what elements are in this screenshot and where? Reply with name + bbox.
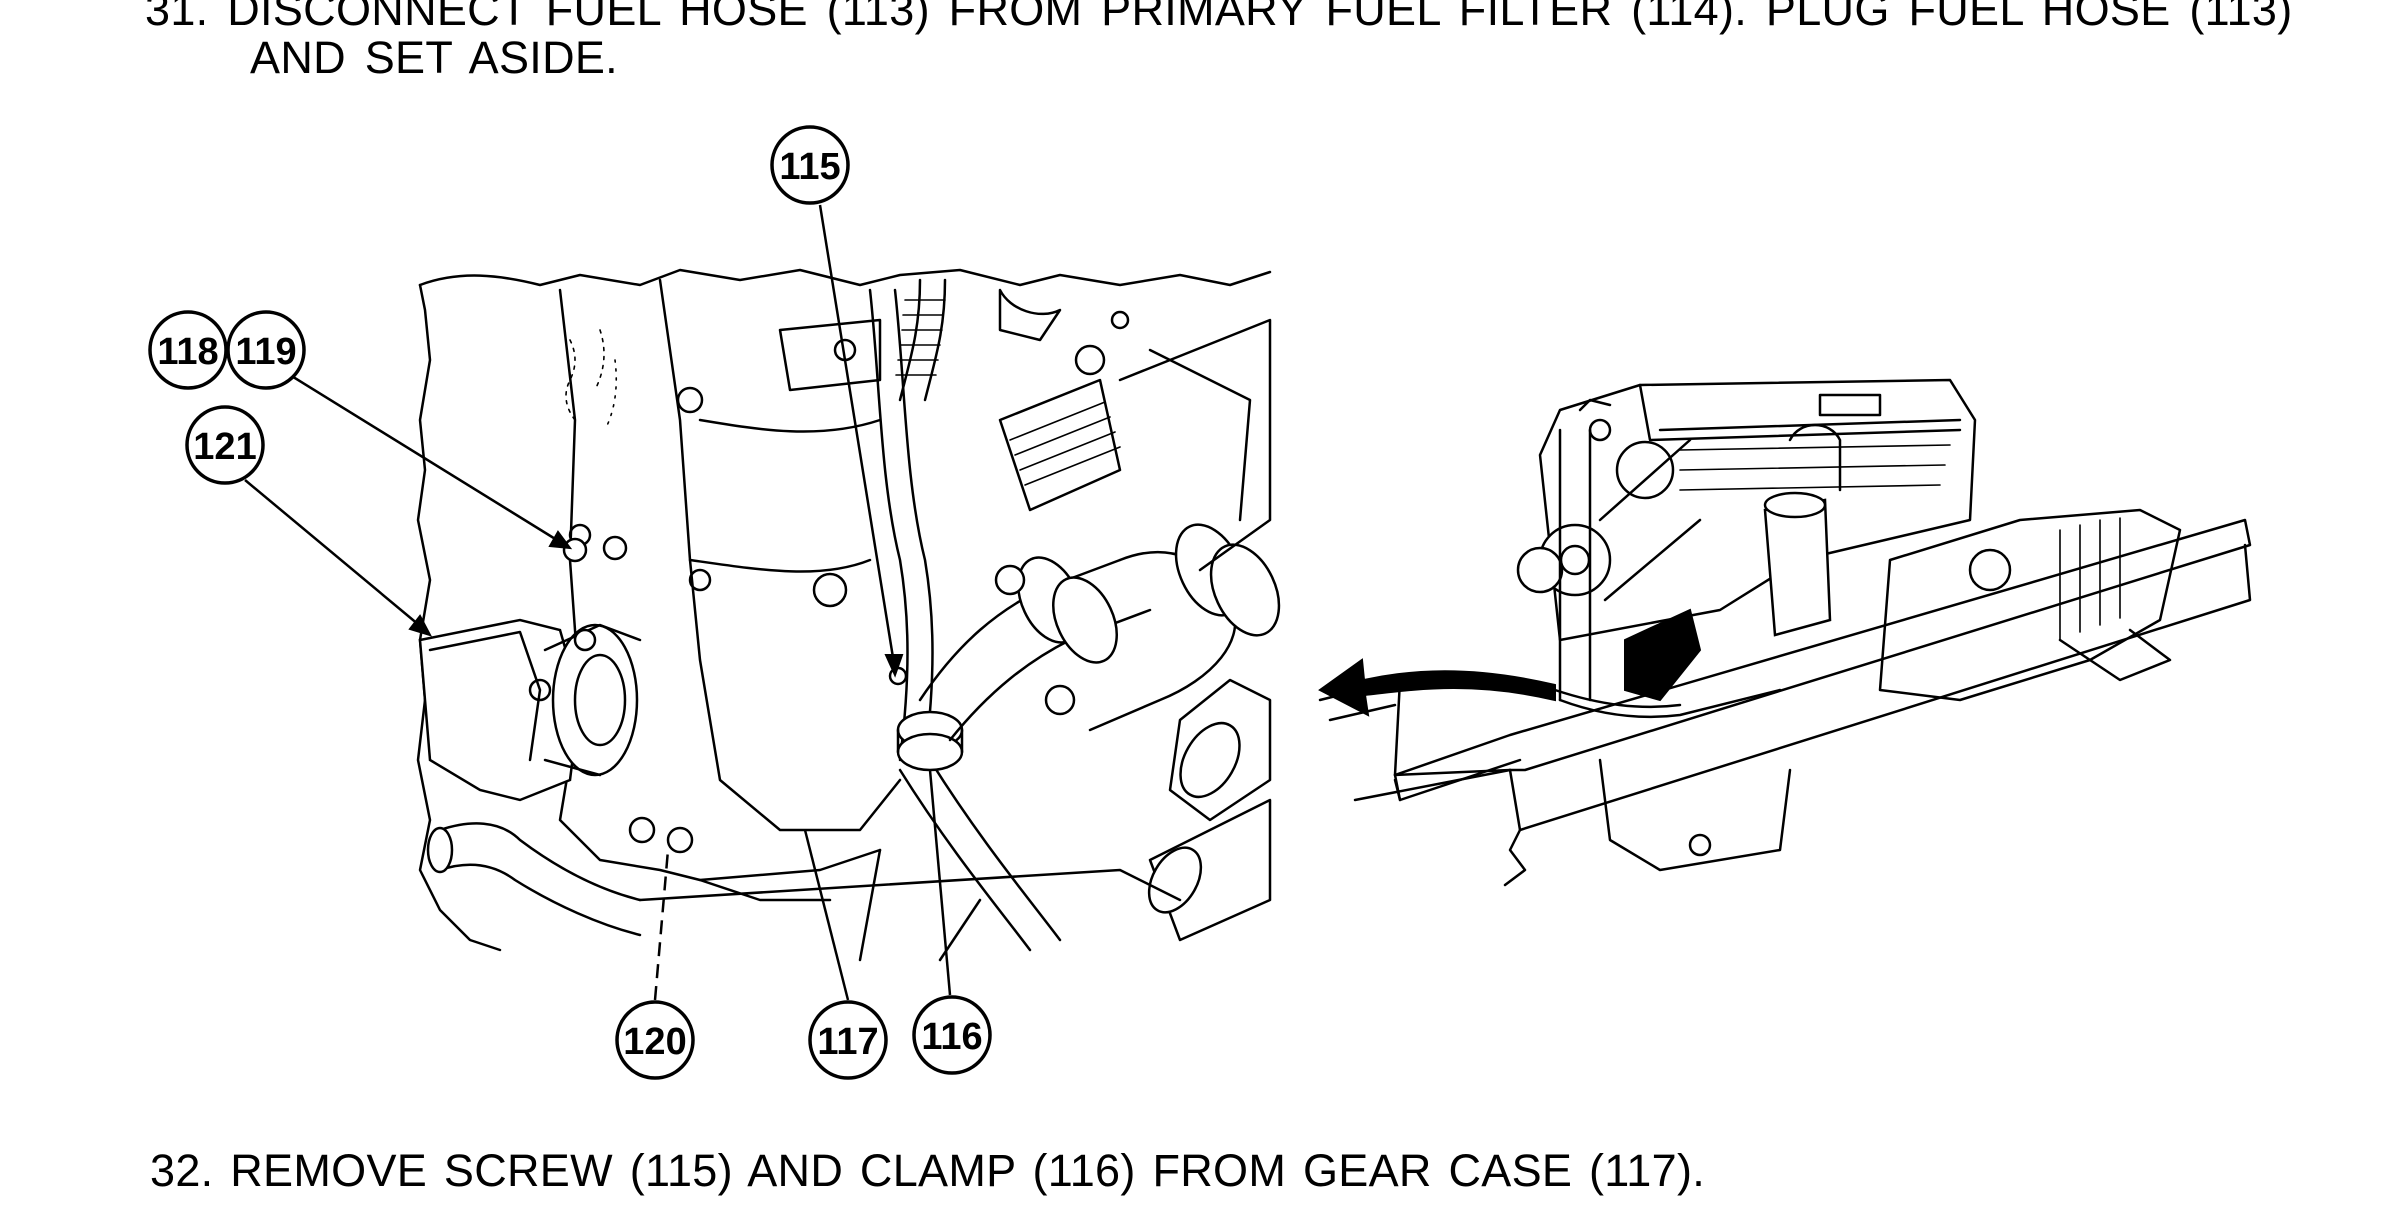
svg-text:119: 119 [235,331,296,373]
callout-119: 119 [226,310,306,390]
direction-arrow [1318,658,1556,717]
svg-text:118: 118 [157,331,218,373]
callout-leader-lines [244,204,952,1001]
callout-115: 115 [770,125,850,205]
callout-121: 121 [185,405,265,485]
callout-118: 118 [148,310,228,390]
svg-text:115: 115 [779,146,840,188]
locator-view-engine [1318,378,2252,887]
step-31-text: 31. DISCONNECT FUEL HOSE (113) FROM PRIM… [145,0,2293,35]
svg-text:121: 121 [193,426,256,468]
detail-view-gear-case [416,268,1281,962]
callout-120: 120 [615,1000,695,1080]
svg-text:117: 117 [817,1021,878,1063]
svg-text:116: 116 [921,1016,982,1058]
callout-116: 116 [912,995,992,1075]
svg-text:120: 120 [623,1021,686,1063]
step-32-text: 32. REMOVE SCREW (115) AND CLAMP (116) F… [150,1145,1706,1196]
callout-117: 117 [808,1000,888,1080]
step-31-continuation: AND SET ASIDE. [250,32,618,83]
